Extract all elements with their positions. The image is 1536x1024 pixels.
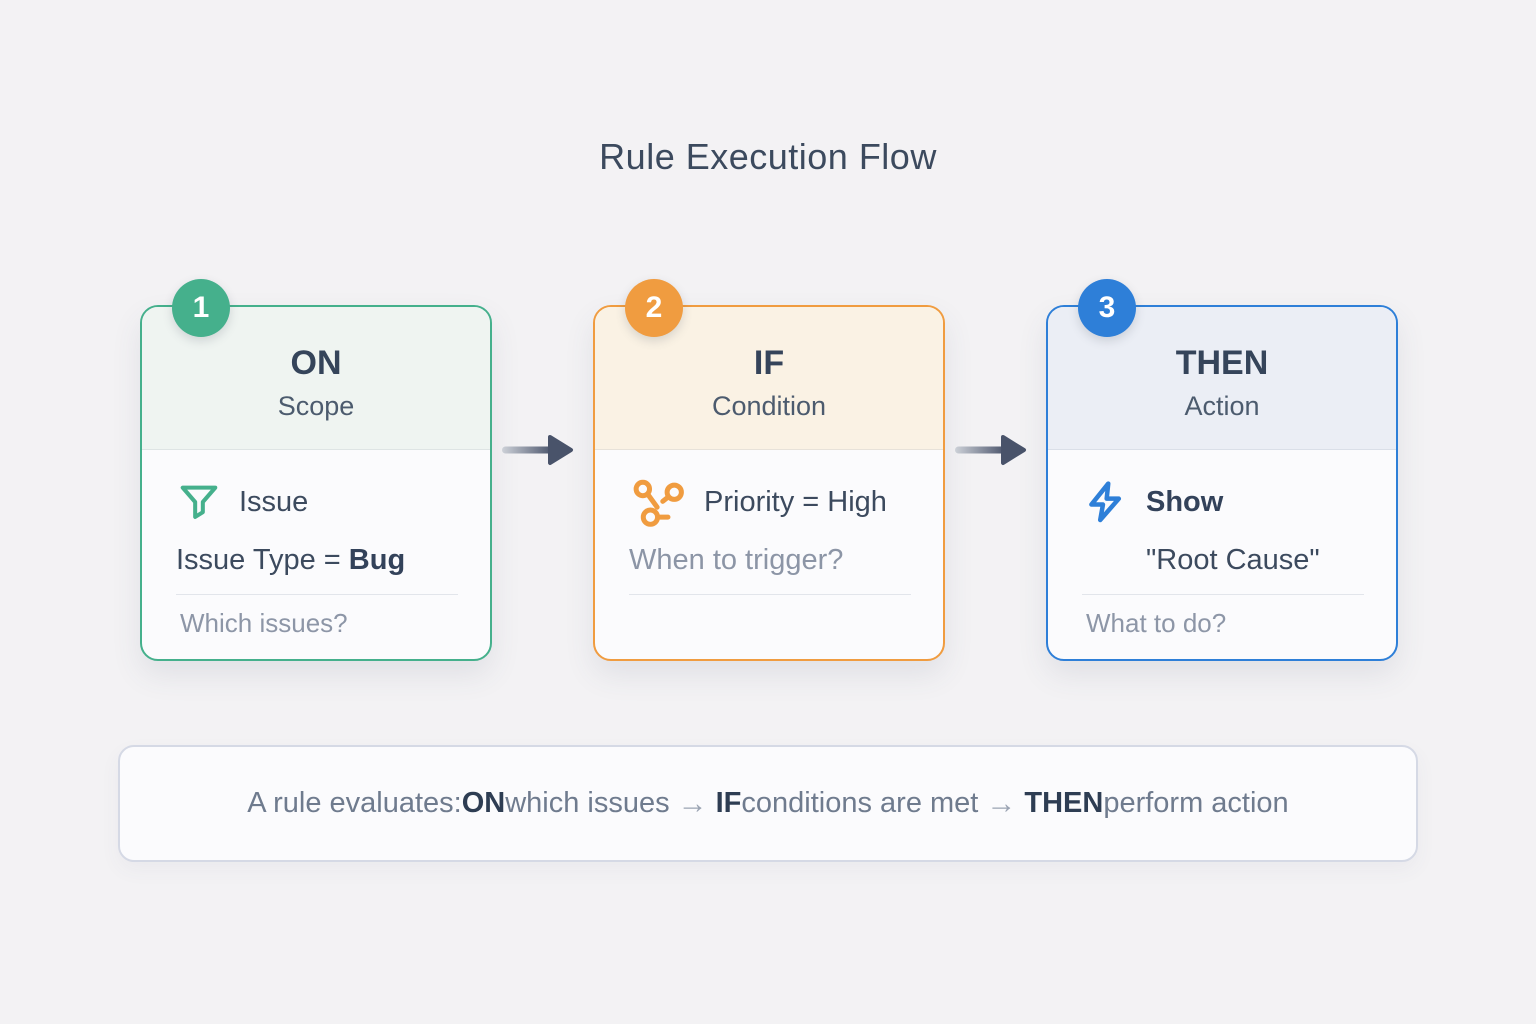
zap-icon: [1082, 477, 1129, 527]
card-scope: 1 ON Scope Issue Issue Type = Bug Which …: [140, 279, 492, 661]
card-condition-body: Priority = High When to trigger?: [595, 450, 943, 595]
summary-part4: perform action: [1103, 787, 1289, 819]
card-action-subtitle: Action: [1184, 391, 1260, 421]
card-scope-main-text: Issue: [239, 485, 309, 518]
summary-part2: which issues: [505, 787, 670, 819]
step-2-badge: 2: [625, 279, 683, 337]
card-condition-main-text: Priority = High: [704, 485, 887, 518]
summary-keyword-then: THEN: [1024, 787, 1104, 819]
card-action-keyword: THEN: [1175, 344, 1269, 382]
card-action-main-text: Show: [1146, 485, 1224, 518]
divider: [176, 594, 458, 595]
connector-arrow-icon: [954, 428, 1028, 472]
arrow-right-icon: →: [677, 786, 708, 820]
divider: [1082, 594, 1364, 595]
detail-prefix: Issue Type =: [176, 544, 349, 576]
summary-keyword-if: IF: [715, 787, 742, 819]
step-1-badge: 1: [172, 279, 230, 337]
card-scope-question: Which issues?: [180, 608, 348, 638]
step-3-badge: 3: [1078, 279, 1136, 337]
card-action-detail: "Root Cause": [1146, 544, 1320, 576]
card-condition-detail: When to trigger?: [629, 544, 844, 576]
summary-keyword-on: ON: [461, 787, 506, 819]
card-condition-header: IF Condition: [595, 307, 943, 450]
card-condition-keyword: IF: [753, 344, 785, 382]
card-scope-keyword: ON: [290, 344, 342, 382]
filter-icon: [176, 479, 222, 525]
detail-bold: Bug: [348, 544, 406, 576]
card-condition: 2 IF Condition Priority = High When to t…: [593, 279, 945, 661]
card-action: 3 THEN Action Show "Root Cause" What to …: [1046, 279, 1398, 661]
summary-part3: conditions are met: [741, 787, 979, 819]
page-title: Rule Execution Flow: [599, 136, 937, 177]
card-scope-body: Issue Issue Type = Bug Which issues?: [142, 450, 490, 639]
summary-bar: A rule evaluates: ON which issues → IF c…: [118, 745, 1418, 862]
card-scope-detail: Issue Type = Bug: [176, 541, 456, 579]
card-scope-subtitle: Scope: [277, 391, 355, 421]
connector-arrow-icon: [501, 428, 575, 472]
card-condition-subtitle: Condition: [711, 391, 827, 421]
card-action-question: What to do?: [1086, 608, 1227, 638]
divider: [629, 594, 911, 595]
branch-icon: [629, 476, 687, 528]
summary-part1: A rule evaluates:: [247, 787, 462, 819]
arrow-right-icon: →: [986, 786, 1017, 820]
card-action-body: Show "Root Cause" What to do?: [1048, 450, 1396, 639]
